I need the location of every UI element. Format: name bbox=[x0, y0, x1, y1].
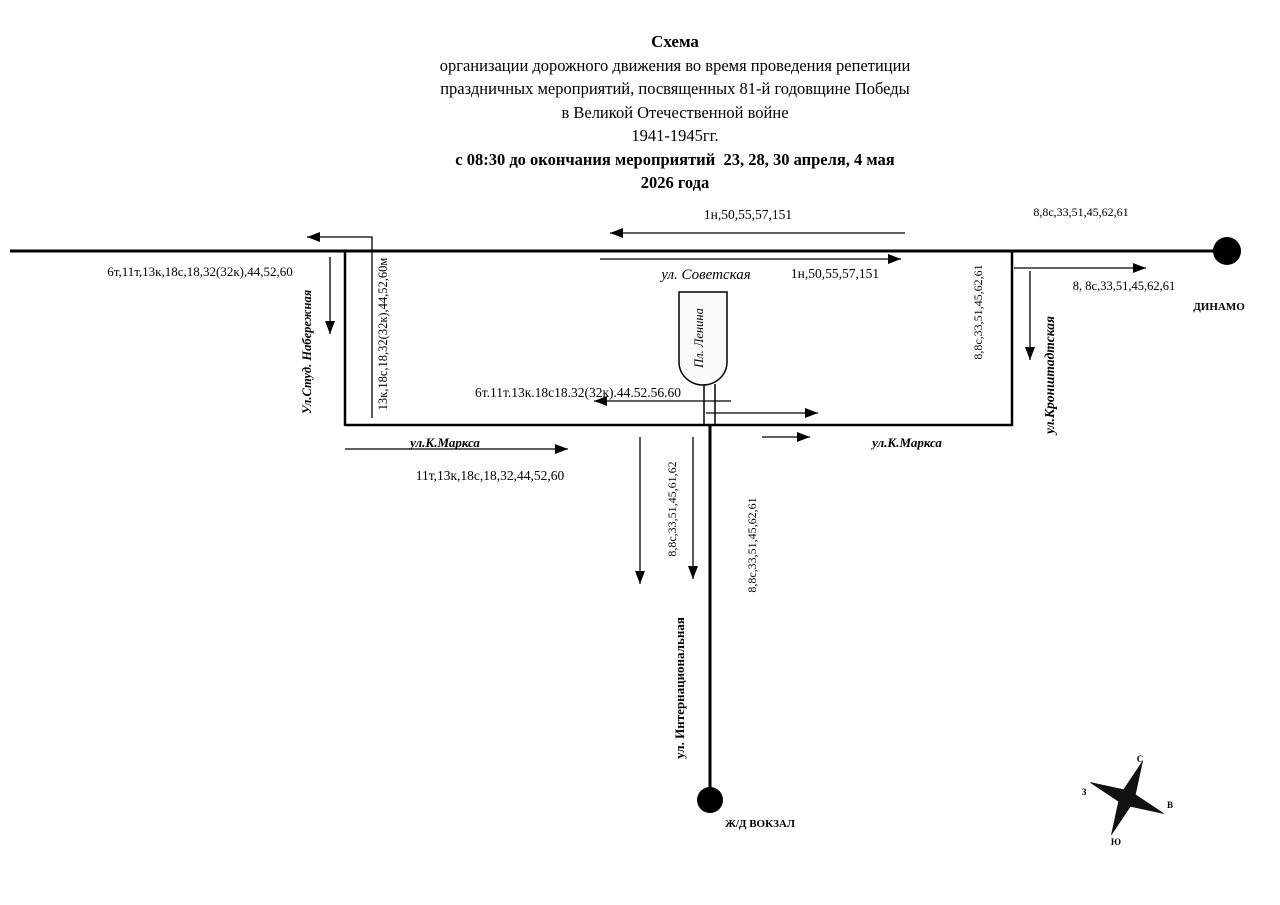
title-line-1: Схема bbox=[651, 32, 699, 51]
title-line-2: организации дорожного движения во время … bbox=[439, 55, 911, 75]
vokzal-terminal-dot bbox=[697, 787, 723, 813]
vokzal-label: Ж/Д ВОКЗАЛ bbox=[725, 818, 796, 830]
routes-stud-naberezhnaya: 13к,18с,18,32(32к),44,52,60м bbox=[376, 258, 390, 411]
street-sovetskaya-label: ул. Советская bbox=[659, 267, 751, 283]
title-line-6: с 08:30 до окончания мероприятий 23, 28,… bbox=[455, 149, 895, 169]
compass-rose: С В Ю З bbox=[1082, 754, 1173, 847]
compass-east-label: В bbox=[1167, 800, 1173, 810]
routes-kronshtadtskaya-down: 8,8с,33,51,45,62,61 bbox=[971, 264, 985, 359]
title-line-3: праздничных мероприятий, посвященных 81-… bbox=[440, 79, 910, 98]
compass-north-label: С bbox=[1137, 754, 1144, 764]
routes-top-westbound: 1н,50,55,57,151 bbox=[704, 207, 792, 222]
compass-star bbox=[1090, 761, 1164, 835]
street-kronshtadtskaya-label: ул.Кронштадтская bbox=[1042, 316, 1057, 436]
scheme-header: Схема организации дорожного движения во … bbox=[330, 30, 1020, 195]
roads bbox=[10, 249, 1213, 790]
compass-south-label: Ю bbox=[1111, 837, 1121, 847]
routes-top-eastbound: 1н,50,55,57,151 bbox=[791, 266, 879, 281]
lenin-square-shape bbox=[678, 291, 728, 386]
routes-internatsionalnaya-left: 8,8с,33,51,45,61,62 bbox=[665, 461, 679, 556]
street-internatsionalnaya-label: ул. Интернациональная bbox=[672, 617, 687, 759]
title-line-7: 2026 года bbox=[640, 173, 710, 192]
street-stud-naberezhnaya-label: Ул.Студ. Набережная bbox=[300, 289, 314, 414]
routes-internatsionalnaya-right: 8,8с,33,51,45,62,61 bbox=[745, 497, 759, 592]
compass-west-label: З bbox=[1082, 787, 1087, 797]
routes-k-marksa: 11т,13к,18с,18,32,44,52,60 bbox=[416, 468, 565, 483]
routes-west-exit: 6т,11т,13к,18с,18,32(32к),44,52,60 bbox=[107, 264, 293, 279]
title-line-5: 1941-1945гг. bbox=[631, 126, 719, 145]
lenin-square-label: Пл. Ленина bbox=[692, 308, 706, 369]
routes-east-top: 8,8с,33,51,45,62,61 bbox=[1033, 205, 1128, 219]
routes-middle-westbound: 6т.11т.13к.18с18.32(32к).44.52.56.60 bbox=[475, 385, 681, 400]
street-k-marksa-right-label: ул.К.Маркса bbox=[870, 435, 942, 450]
movement-arrows bbox=[307, 228, 1146, 584]
arrow-west-exit bbox=[307, 232, 373, 418]
dinamo-label: ДИНАМО bbox=[1193, 301, 1245, 313]
title-line-4: в Великой Отечественной войне bbox=[561, 102, 789, 122]
dinamo-terminal-dot bbox=[1213, 237, 1241, 265]
street-k-marksa-left-label: ул.К.Маркса bbox=[408, 435, 480, 450]
routes-east-to-dinamo: 8, 8с,33,51,45,62,61 bbox=[1073, 279, 1175, 293]
